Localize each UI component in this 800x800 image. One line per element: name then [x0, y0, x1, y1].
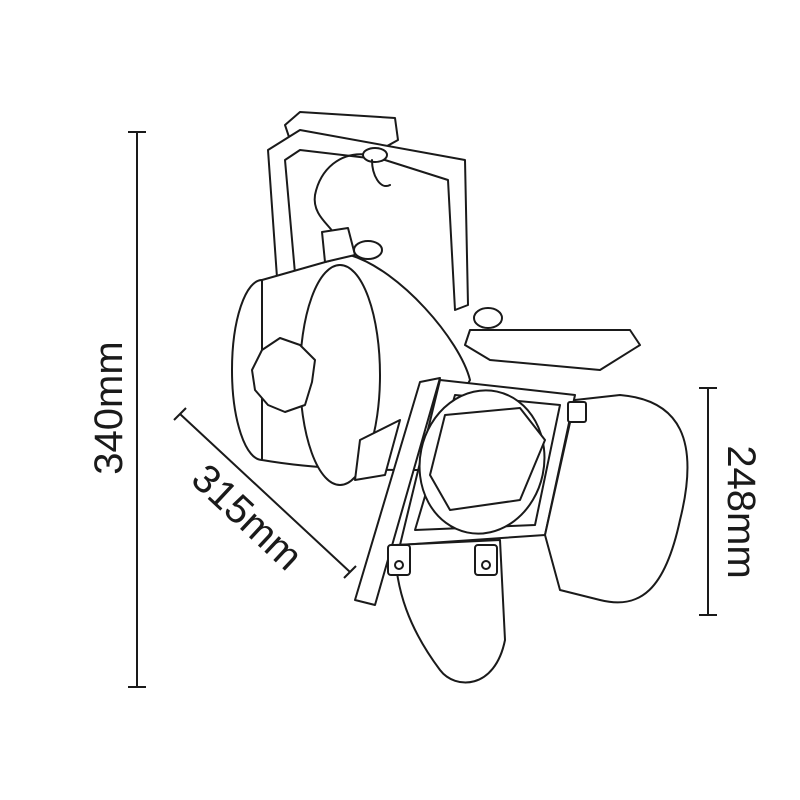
height-dimension-line: [128, 131, 146, 688]
barn-door-left: [354, 377, 441, 606]
power-cable: [313, 153, 371, 236]
width-label: 248mm: [719, 445, 763, 578]
cable-gland: [321, 227, 356, 263]
barn-door-right: [544, 394, 689, 604]
height-label: 340mm: [87, 341, 131, 474]
width-dimension-line: [699, 387, 717, 616]
barn-door-top: [464, 329, 641, 371]
depth-dimension-line: [173, 407, 357, 579]
tilt-knob: [251, 337, 316, 413]
spotlight-drawing: [231, 111, 689, 684]
